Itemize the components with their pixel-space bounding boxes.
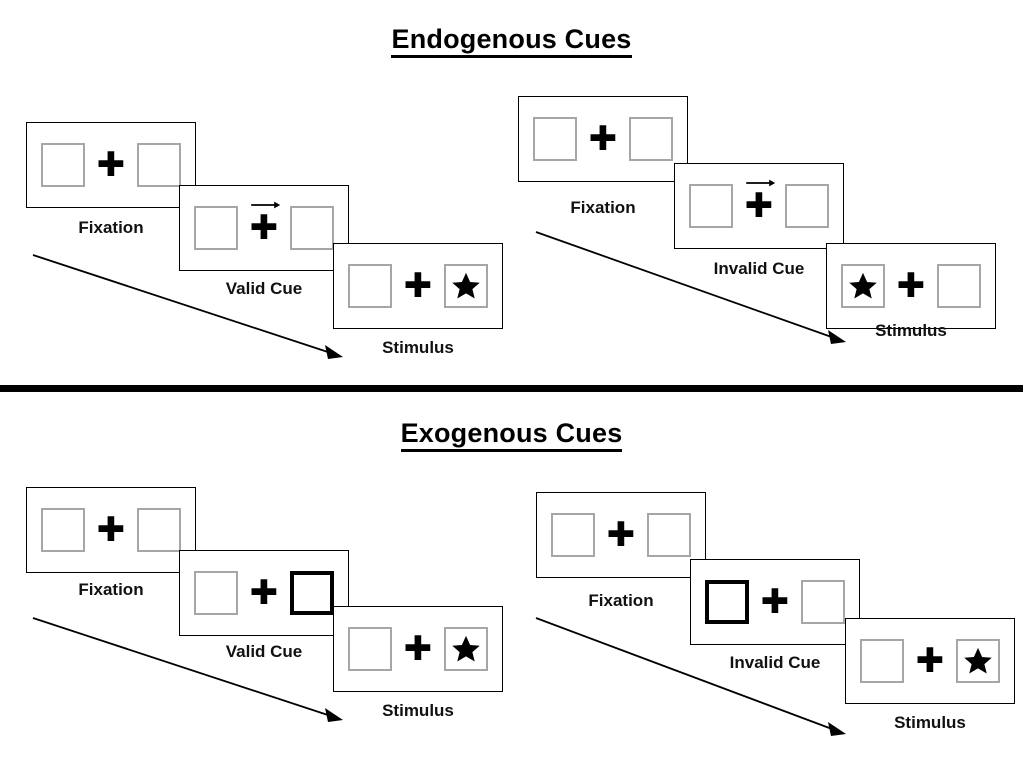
- section-title-exogenous-text: Exogenous Cues: [400, 418, 623, 452]
- box-left: [689, 184, 733, 228]
- box-left: [194, 571, 238, 615]
- box-right: [137, 143, 181, 187]
- box-left: [348, 627, 392, 671]
- fixation-cross: ✚: [894, 264, 928, 308]
- trial-frame-endo-invalid-stimulus: ✚: [826, 243, 996, 329]
- cross-icon: ✚: [96, 510, 126, 550]
- trial-frame-exo-invalid-cue: ✚: [690, 559, 860, 645]
- star-icon: [452, 272, 480, 299]
- step-label-endo-valid-fixation: Fixation: [78, 218, 144, 237]
- box-left: [348, 264, 392, 308]
- fixation-cross-with-cue: ✚: [247, 201, 281, 250]
- trial-frame-endo-valid-cue: ✚: [179, 185, 349, 271]
- cross-icon: ✚: [249, 208, 279, 248]
- cross-icon: ✚: [760, 582, 790, 622]
- cross-icon: ✚: [588, 119, 618, 159]
- cross-icon: ✚: [744, 186, 774, 226]
- trial-frame-exo-invalid-stimulus: ✚: [845, 618, 1015, 704]
- cross-icon: ✚: [249, 573, 279, 613]
- box-left: [551, 513, 595, 557]
- fixation-cross: ✚: [94, 143, 128, 187]
- time-arrow-endo-valid: [32, 254, 343, 359]
- step-label-endo-valid-cue: Valid Cue: [225, 279, 303, 298]
- star-icon: [452, 635, 480, 662]
- section-title-exogenous: Exogenous Cues: [0, 418, 1023, 452]
- section-title-endogenous-text: Endogenous Cues: [391, 24, 632, 58]
- cross-icon: ✚: [403, 266, 433, 306]
- trial-frame-exo-valid-cue: ✚: [179, 550, 349, 636]
- fixation-cross: ✚: [758, 580, 792, 624]
- box-right: [647, 513, 691, 557]
- box-right: [801, 580, 845, 624]
- box-left-target: [841, 264, 885, 308]
- box-left-cued: [705, 580, 749, 624]
- fixation-cross: ✚: [401, 627, 435, 671]
- fixation-cross: ✚: [604, 513, 638, 557]
- fixation-cross: ✚: [247, 571, 281, 615]
- box-right: [937, 264, 981, 308]
- section-title-endogenous: Endogenous Cues: [0, 24, 1023, 58]
- box-left: [194, 206, 238, 250]
- cross-icon: ✚: [96, 145, 126, 185]
- cross-icon: ✚: [915, 641, 945, 681]
- section-divider: [0, 385, 1023, 392]
- fixation-cross: ✚: [94, 508, 128, 552]
- box-left: [41, 508, 85, 552]
- box-right-target: [444, 264, 488, 308]
- arrow-right-icon: [746, 179, 776, 187]
- step-label-exo-valid-stimulus: Stimulus: [382, 701, 454, 720]
- trial-frame-endo-invalid-fixation: ✚: [518, 96, 688, 182]
- time-arrow-exo-valid: [32, 617, 343, 722]
- box-left: [41, 143, 85, 187]
- trial-frame-endo-valid-stimulus: ✚: [333, 243, 503, 329]
- trial-frame-endo-valid-fixation: ✚: [26, 122, 196, 208]
- step-label-exo-invalid-stimulus: Stimulus: [894, 713, 966, 732]
- step-label-exo-invalid-fixation: Fixation: [588, 591, 654, 610]
- step-label-exo-valid-cue: Valid Cue: [225, 642, 303, 661]
- time-arrow-exo-invalid: [535, 617, 846, 736]
- time-arrow-endo-invalid: [535, 231, 846, 344]
- box-right-target: [956, 639, 1000, 683]
- trial-frame-exo-valid-stimulus: ✚: [333, 606, 503, 692]
- cross-icon: ✚: [896, 266, 926, 306]
- fixation-cross: ✚: [913, 639, 947, 683]
- step-label-exo-invalid-cue: Invalid Cue: [729, 653, 821, 672]
- box-right: [785, 184, 829, 228]
- box-right: [629, 117, 673, 161]
- step-label-endo-valid-stimulus: Stimulus: [382, 338, 454, 357]
- star-icon: [849, 272, 877, 299]
- star-icon: [964, 647, 992, 674]
- trial-frame-exo-invalid-fixation: ✚: [536, 492, 706, 578]
- step-label-endo-invalid-cue: Invalid Cue: [713, 259, 805, 278]
- box-right: [137, 508, 181, 552]
- fixation-cross: ✚: [586, 117, 620, 161]
- step-label-endo-invalid-fixation: Fixation: [570, 198, 636, 217]
- box-left: [533, 117, 577, 161]
- box-left: [860, 639, 904, 683]
- box-right-cued: [290, 571, 334, 615]
- trial-frame-exo-valid-fixation: ✚: [26, 487, 196, 573]
- box-right: [290, 206, 334, 250]
- trial-frame-endo-invalid-cue: ✚: [674, 163, 844, 249]
- fixation-cross-with-cue: ✚: [742, 179, 776, 228]
- cross-icon: ✚: [403, 629, 433, 669]
- step-label-exo-valid-fixation: Fixation: [78, 580, 144, 599]
- cross-icon: ✚: [606, 515, 636, 555]
- arrow-right-icon: [251, 201, 281, 209]
- step-label-endo-invalid-stimulus: Stimulus: [875, 321, 947, 340]
- box-right-target: [444, 627, 488, 671]
- fixation-cross: ✚: [401, 264, 435, 308]
